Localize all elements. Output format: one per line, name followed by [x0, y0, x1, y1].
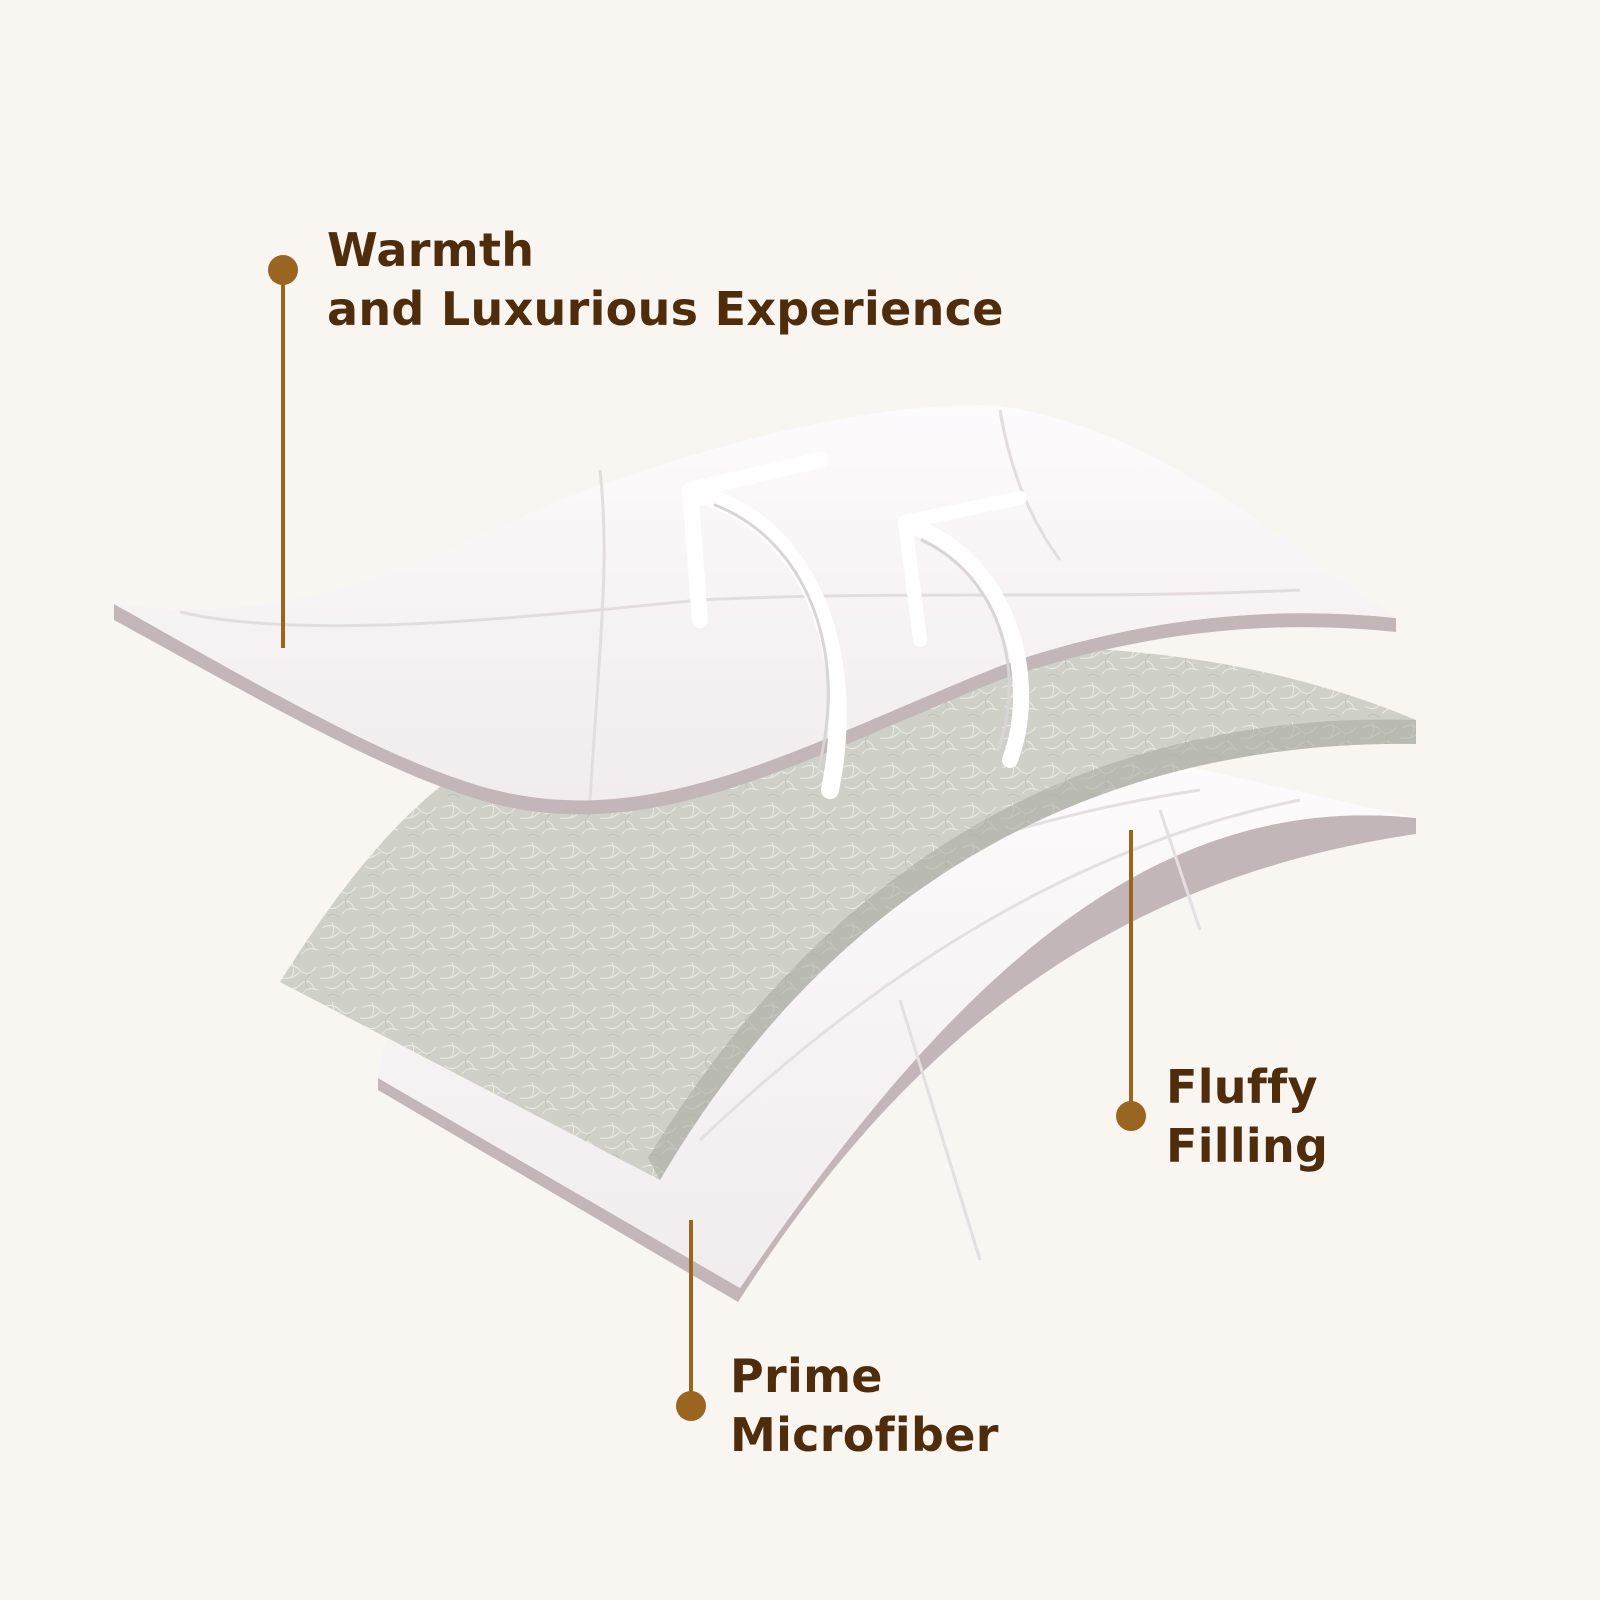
callout-filling [1116, 830, 1146, 1131]
callout-warmth [268, 255, 298, 648]
microfiber-label-line1: Prime [730, 1349, 883, 1403]
callout-microfiber [676, 1220, 706, 1421]
filling-label: Fluffy Filling [1166, 1058, 1328, 1176]
microfiber-label: Prime Microfiber [730, 1347, 999, 1465]
warmth-arrows-icon [682, 452, 1030, 799]
warmth-label: Warmth and Luxurious Experience [327, 221, 1004, 339]
warmth-label-line1: Warmth [327, 223, 535, 277]
filling-label-line1: Fluffy [1166, 1060, 1318, 1114]
microfiber-label-line2: Microfiber [730, 1408, 999, 1462]
filling-label-line2: Filling [1166, 1119, 1329, 1173]
warmth-label-line2: and Luxurious Experience [327, 282, 1004, 336]
